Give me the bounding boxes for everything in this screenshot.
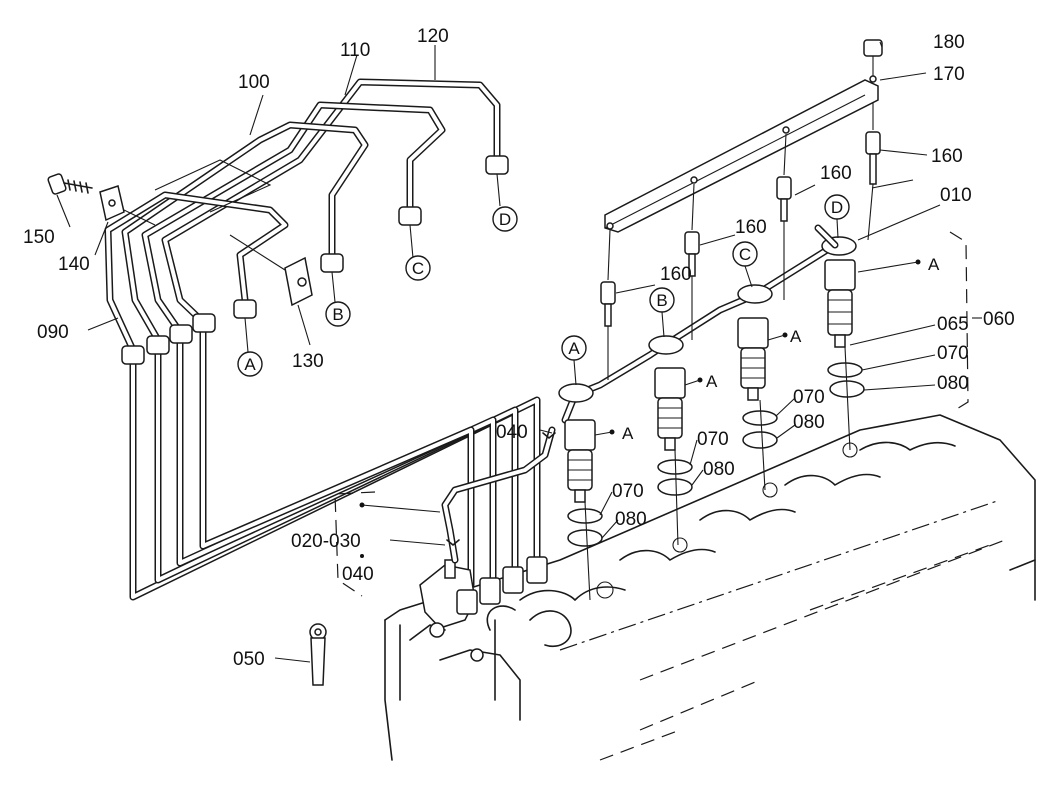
label-100: 100: [238, 72, 270, 93]
glow-plugs: [600, 102, 881, 380]
injector-1: [564, 419, 603, 601]
sealing-washer-050: [274, 623, 327, 686]
label-070-b: 070: [697, 429, 729, 450]
engine-cylinder-head: [384, 414, 1036, 761]
label-010: 010: [940, 185, 972, 206]
marker-a-4: A: [928, 255, 940, 274]
label-160-c: 160: [820, 163, 852, 184]
label-090: 090: [37, 322, 69, 343]
label-060: 060: [983, 309, 1015, 330]
label-150: 150: [23, 227, 55, 248]
connector-a-bottom: A: [237, 351, 263, 377]
label-080-c: 080: [793, 412, 825, 433]
connector-b-label: B: [332, 305, 343, 324]
connector-d-top-label: D: [831, 198, 843, 217]
pipe-leaders: [244, 173, 501, 353]
label-065: 065: [937, 314, 969, 335]
label-070-a: 070: [612, 481, 644, 502]
label-040-top: 040: [496, 422, 528, 443]
label-130: 130: [292, 351, 324, 372]
glow-plug-busbar: [604, 75, 879, 233]
connector-d-top: D: [824, 194, 850, 239]
connector-b-bottom: B: [325, 301, 351, 327]
leader-lines: [56, 41, 941, 558]
marker-a-2: A: [706, 372, 718, 391]
connector-d-label: D: [499, 210, 511, 229]
label-120: 120: [417, 26, 449, 47]
clamp-bolt: [47, 173, 93, 195]
injection-pump: [419, 556, 548, 662]
label-140: 140: [58, 254, 90, 275]
connector-c-top-label: C: [739, 245, 751, 264]
label-080-a: 080: [615, 509, 647, 530]
injection-pipes-upper: [104, 78, 509, 365]
connector-d-bottom: D: [492, 206, 518, 232]
connector-a-top-label: A: [568, 339, 580, 358]
injection-pipes-long: [129, 326, 541, 601]
connector-c-bottom: C: [405, 255, 431, 281]
marker-a-1: A: [622, 424, 634, 443]
group-bracket-left: [334, 231, 969, 597]
connector-a-top: A: [561, 335, 587, 386]
connector-b-top-label: B: [656, 291, 667, 310]
label-160-right: 160: [931, 146, 963, 167]
label-070-c: 070: [793, 387, 825, 408]
busbar-nut: [863, 39, 883, 76]
label-070-d: 070: [937, 343, 969, 364]
label-080-d: 080: [937, 373, 969, 394]
connector-c-top: C: [732, 241, 758, 288]
label-110: 110: [340, 40, 370, 61]
return-hose: [359, 426, 556, 564]
injector-3: [737, 317, 778, 491]
label-180: 180: [933, 32, 965, 53]
label-050: 050: [233, 649, 265, 670]
marker-a-3: A: [790, 327, 802, 346]
connector-b-top: B: [649, 287, 675, 338]
label-020-030: 020-030: [291, 531, 361, 552]
label-040-bottom: 040: [342, 564, 374, 585]
injector-4: [824, 259, 865, 451]
label-160-a: 160: [660, 264, 692, 285]
connector-a-label: A: [244, 355, 256, 374]
label-170: 170: [933, 64, 965, 85]
label-080-b: 080: [703, 459, 735, 480]
connector-c-label: C: [412, 259, 424, 278]
injector-2: [654, 367, 693, 546]
label-160-b: 160: [735, 217, 767, 238]
pipe-clamp: [99, 185, 313, 307]
